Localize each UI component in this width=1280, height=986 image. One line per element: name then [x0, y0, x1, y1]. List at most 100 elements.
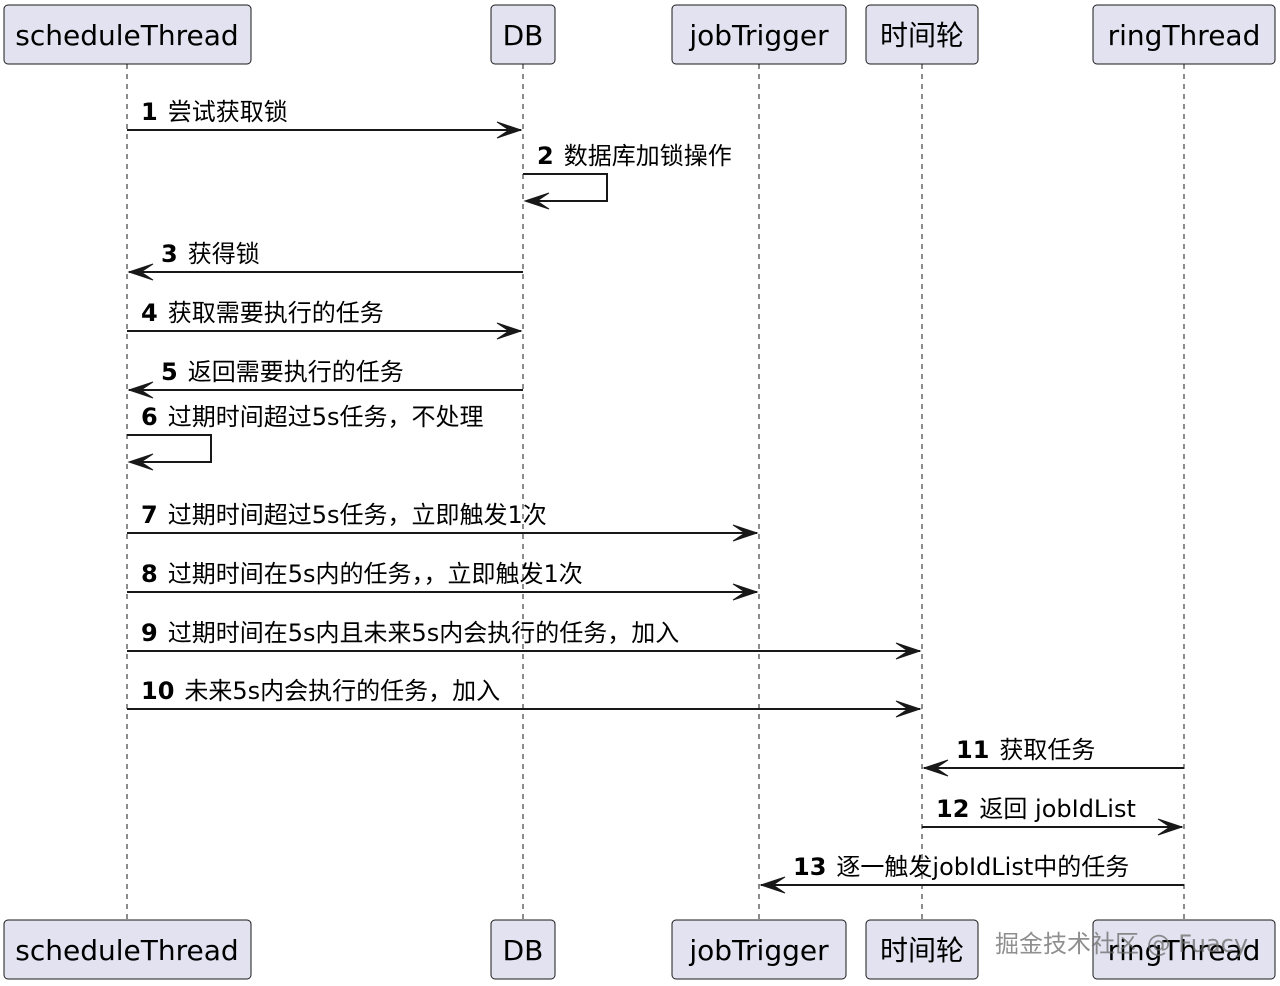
participant-box: [671, 919, 847, 980]
participant-label: jobTrigger: [688, 934, 829, 967]
message-number: 13: [793, 853, 826, 881]
participant-label: DB: [503, 934, 544, 967]
message-number: 6: [141, 403, 158, 431]
arrow-head: [759, 876, 786, 894]
participant-label: jobTrigger: [688, 19, 829, 52]
message-text: 过期时间在5s内的任务，，立即触发1次: [168, 560, 583, 588]
arrow-head: [127, 381, 154, 399]
arrow-head: [895, 700, 922, 718]
participant-box: [671, 4, 847, 65]
message-text: 尝试获取锁: [168, 98, 288, 126]
message-2: 2 数据库加锁操作: [523, 142, 732, 210]
self-message-line: [127, 434, 212, 463]
participant-label: DB: [503, 19, 544, 52]
participant-label: 时间轮: [880, 19, 964, 52]
message-11: 11 获取任务: [922, 736, 1184, 777]
message-label: 6 过期时间超过5s任务，不处理: [141, 403, 483, 431]
arrow-head: [895, 642, 922, 660]
lifelines: [126, 64, 1185, 920]
participant-label: 时间轮: [880, 934, 964, 967]
participant-box: [865, 919, 979, 980]
participant-label: scheduleThread: [15, 19, 238, 52]
message-8: 8 过期时间在5s内的任务，，立即触发1次: [127, 560, 759, 601]
message-9: 9 过期时间在5s内且未来5s内会执行的任务，加入: [127, 619, 922, 660]
message-number: 4: [141, 299, 158, 327]
message-label: 7 过期时间超过5s任务，立即触发1次: [141, 501, 547, 529]
participant-ringThread-bottom: ringThread: [1092, 919, 1276, 980]
participant-box: [1092, 919, 1276, 980]
message-10: 10 未来5s内会执行的任务，加入: [127, 677, 922, 718]
participant-scheduleThread-top: scheduleThread: [3, 4, 252, 65]
message-label: 3 获得锁: [161, 240, 260, 268]
message-label: 10 未来5s内会执行的任务，加入: [141, 677, 500, 705]
message-label: 11 获取任务: [956, 736, 1095, 764]
message-text: 过期时间超过5s任务，立即触发1次: [168, 501, 547, 529]
message-3: 3 获得锁: [127, 240, 523, 281]
participant-box: [1092, 4, 1276, 65]
message-text: 返回需要执行的任务: [188, 358, 404, 386]
message-4: 4 获取需要执行的任务: [127, 299, 523, 340]
participant-timeWheel-bottom: 时间轮: [865, 919, 979, 980]
arrow-head: [496, 121, 523, 139]
message-number: 12: [936, 795, 969, 823]
message-label: 8 过期时间在5s内的任务，，立即触发1次: [141, 560, 583, 588]
message-7: 7 过期时间超过5s任务，立即触发1次: [127, 501, 759, 542]
message-label: 1 尝试获取锁: [141, 98, 288, 126]
message-label: 12 返回 jobIdList: [936, 795, 1136, 823]
message-number: 7: [141, 501, 158, 529]
message-number: 1: [141, 98, 158, 126]
participant-db-top: DB: [490, 4, 556, 65]
arrow-head: [496, 322, 523, 340]
message-number: 3: [161, 240, 178, 268]
message-text: 过期时间在5s内且未来5s内会执行的任务，加入: [168, 619, 680, 647]
arrow-head: [523, 192, 550, 210]
arrow-head: [127, 263, 154, 281]
arrow-head: [732, 583, 759, 601]
message-number: 8: [141, 560, 158, 588]
participants-top: scheduleThread DB jobTrigger 时间轮 ringThread: [3, 4, 1276, 65]
message-number: 5: [161, 358, 178, 386]
message-text: 未来5s内会执行的任务，加入: [184, 677, 500, 705]
message-text: 获取任务: [999, 736, 1095, 764]
participants-bottom: scheduleThread DB jobTrigger 时间轮 ringThread: [3, 919, 1276, 980]
message-label: 9 过期时间在5s内且未来5s内会执行的任务，加入: [141, 619, 679, 647]
message-5: 5 返回需要执行的任务: [127, 358, 523, 399]
message-text: 过期时间超过5s任务，不处理: [168, 403, 484, 431]
self-message-line: [523, 173, 608, 202]
message-text: 获得锁: [188, 240, 260, 268]
message-text: 获取需要执行的任务: [168, 299, 384, 327]
participant-timeWheel-top: 时间轮: [865, 4, 979, 65]
participant-box: [490, 919, 556, 980]
message-6: 6 过期时间超过5s任务，不处理: [127, 403, 483, 471]
message-text: 返回 jobIdList: [979, 795, 1135, 823]
message-number: 11: [956, 736, 989, 764]
message-label: 2 数据库加锁操作: [537, 142, 732, 170]
participant-scheduleThread-bottom: scheduleThread: [3, 919, 252, 980]
participant-label: ringThread: [1108, 19, 1261, 52]
arrow-head: [1157, 818, 1184, 836]
participant-jobTrigger-top: jobTrigger: [671, 4, 847, 65]
watermark-text: 掘金技术社区 @ Fuacy: [995, 930, 1248, 958]
participant-box: [865, 4, 979, 65]
message-text: 数据库加锁操作: [564, 142, 732, 170]
arrow-head: [732, 524, 759, 542]
message-1: 1 尝试获取锁: [127, 98, 523, 139]
participant-db-bottom: DB: [490, 919, 556, 980]
participant-jobTrigger-bottom: jobTrigger: [671, 919, 847, 980]
message-13: 13 逐一触发jobIdList中的任务: [759, 853, 1184, 894]
message-number: 9: [141, 619, 158, 647]
message-12: 12 返回 jobIdList: [922, 795, 1184, 836]
arrow-head: [127, 453, 154, 471]
participant-label: ringThread: [1108, 934, 1261, 967]
message-label: 5 返回需要执行的任务: [161, 358, 404, 386]
message-number: 2: [537, 142, 554, 170]
participant-label: scheduleThread: [15, 934, 238, 967]
message-number: 10: [141, 677, 174, 705]
participant-box: [3, 919, 252, 980]
participant-box: [3, 4, 252, 65]
participant-box: [490, 4, 556, 65]
message-text: 逐一触发jobIdList中的任务: [836, 853, 1129, 881]
participant-ringThread-top: ringThread: [1092, 4, 1276, 65]
arrow-head: [922, 759, 949, 777]
